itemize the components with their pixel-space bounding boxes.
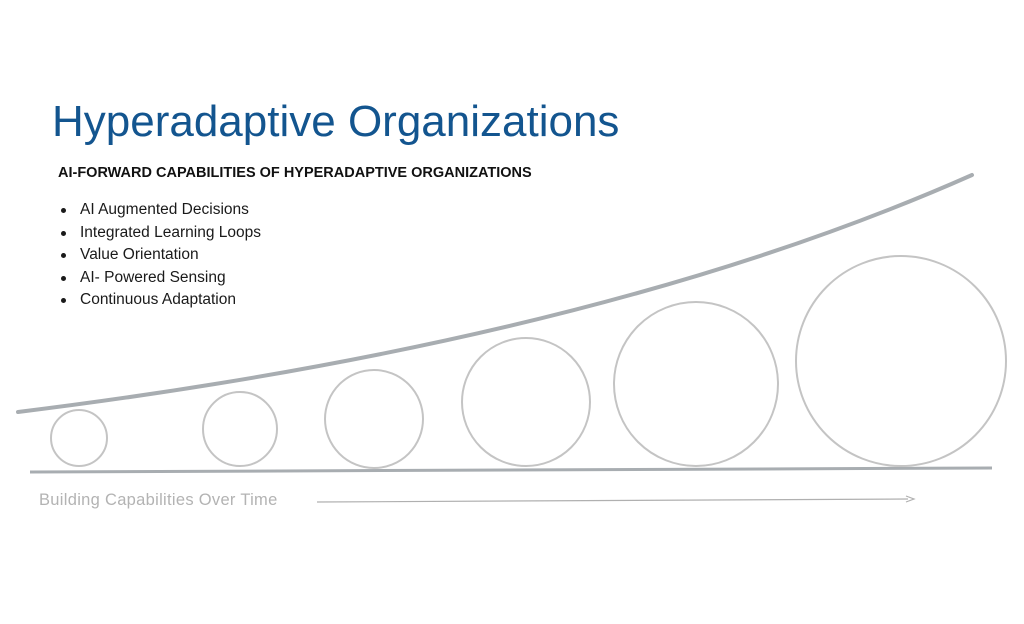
section-subtitle: AI-FORWARD CAPABILITIES OF HYPERADAPTIVE… <box>58 165 532 181</box>
capability-circle-2 <box>202 391 278 467</box>
time-arrow-line <box>316 498 909 503</box>
capability-circle-3 <box>324 369 424 469</box>
axis-caption: Building Capabilities Over Time <box>39 491 278 509</box>
capability-item: AI- Powered Sensing <box>58 267 261 290</box>
capability-item: Continuous Adaptation <box>58 289 261 312</box>
capability-item: Value Orientation <box>58 244 261 267</box>
capability-item: Integrated Learning Loops <box>58 222 261 245</box>
capability-item: AI Augmented Decisions <box>58 199 261 222</box>
growth-curve <box>16 173 974 414</box>
capabilities-list: AI Augmented Decisions Integrated Learni… <box>58 199 261 312</box>
time-arrow-head <box>905 495 916 503</box>
capability-circle-5 <box>613 301 779 467</box>
capability-circle-6 <box>795 255 1007 467</box>
capability-circle-1 <box>50 409 108 467</box>
page-title: Hyperadaptive Organizations <box>52 97 620 146</box>
capability-circle-4 <box>461 337 591 467</box>
baseline <box>29 466 993 474</box>
